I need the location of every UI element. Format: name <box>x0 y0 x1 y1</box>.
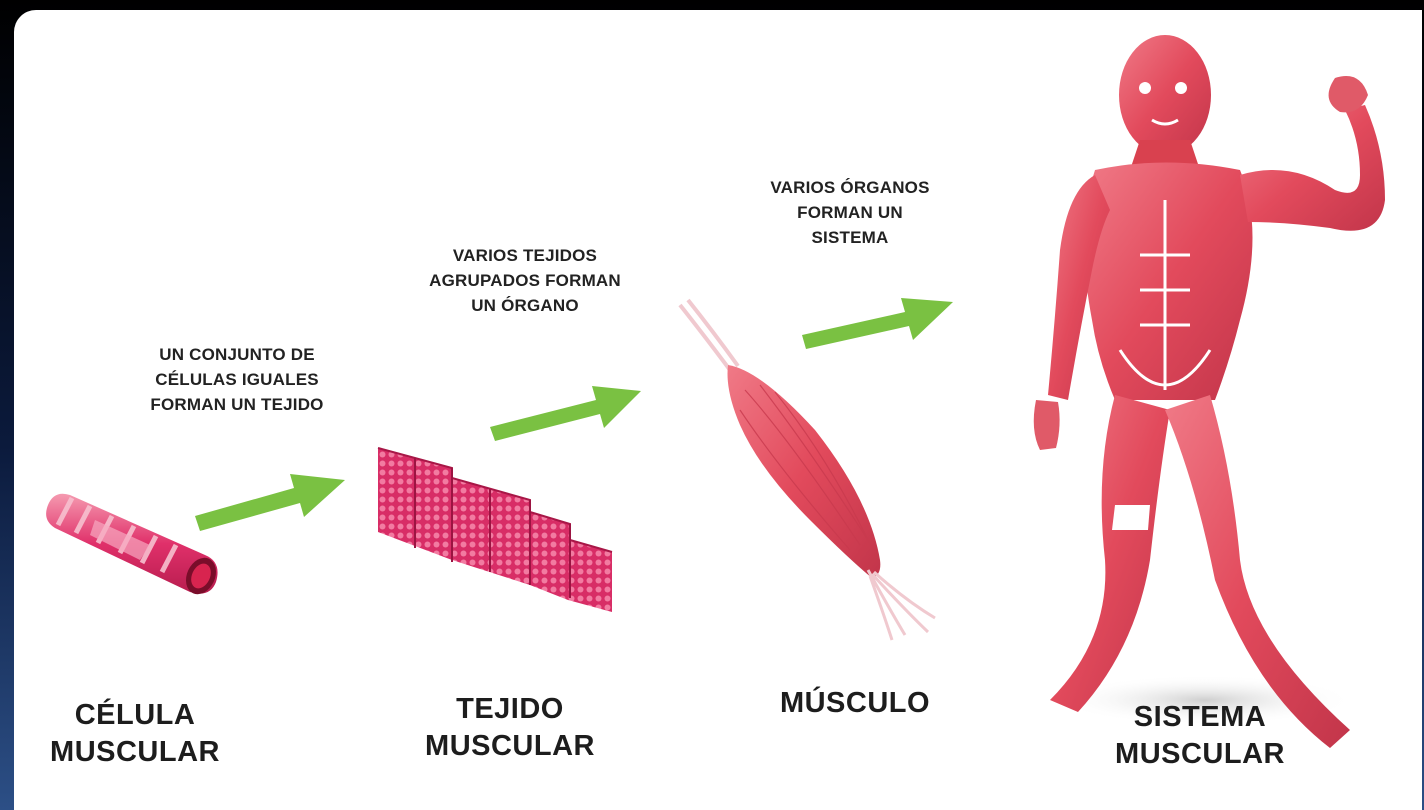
caption-line: FORMAN UN TEJIDO <box>92 392 382 417</box>
muscular-system-figure <box>1034 35 1385 748</box>
caption-line: AGRUPADOS FORMAN <box>380 268 670 293</box>
caption-tissue-to-organ: VARIOS TEJIDOS AGRUPADOS FORMAN UN ÓRGAN… <box>380 243 670 318</box>
muscle-cell-icon <box>46 494 222 599</box>
muscle-organ-icon <box>680 300 935 640</box>
label-muscle: MÚSCULO <box>740 685 970 722</box>
label-line: MÚSCULO <box>740 685 970 722</box>
caption-organ-to-system: VARIOS ÓRGANOS FORMAN UN SISTEMA <box>720 175 980 250</box>
caption-line: SISTEMA <box>720 225 980 250</box>
label-line: SISTEMA <box>1080 699 1320 736</box>
label-line: MUSCULAR <box>1080 736 1320 773</box>
caption-line: CÉLULAS IGUALES <box>92 367 382 392</box>
label-muscle-tissue: TEJIDO MUSCULAR <box>395 691 625 765</box>
label-line: MUSCULAR <box>20 734 250 771</box>
label-muscle-cell: CÉLULA MUSCULAR <box>20 697 250 771</box>
caption-line: UN CONJUNTO DE <box>92 342 382 367</box>
muscle-tissue-icon <box>378 448 612 612</box>
label-line: TEJIDO <box>395 691 625 728</box>
label-line: CÉLULA <box>20 697 250 734</box>
label-muscular-system: SISTEMA MUSCULAR <box>1080 699 1320 773</box>
caption-line: VARIOS ÓRGANOS <box>720 175 980 200</box>
caption-line: VARIOS TEJIDOS <box>380 243 670 268</box>
caption-cell-to-tissue: UN CONJUNTO DE CÉLULAS IGUALES FORMAN UN… <box>92 342 382 417</box>
caption-line: FORMAN UN <box>720 200 980 225</box>
caption-line: UN ÓRGANO <box>380 293 670 318</box>
label-line: MUSCULAR <box>395 728 625 765</box>
